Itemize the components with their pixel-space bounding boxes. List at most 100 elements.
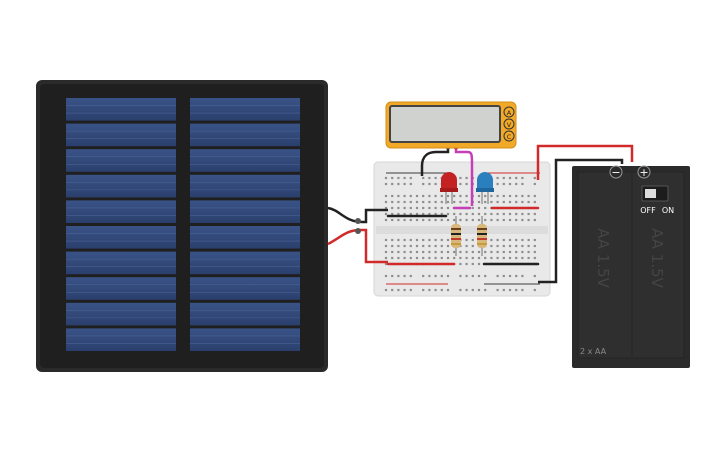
breadboard-hole[interactable]	[434, 288, 437, 292]
breadboard-hole[interactable]	[434, 274, 437, 278]
breadboard-hole[interactable]	[428, 176, 431, 180]
breadboard-hole[interactable]	[397, 244, 400, 248]
breadboard-hole[interactable]	[502, 244, 505, 248]
breadboard-hole[interactable]	[490, 244, 493, 248]
breadboard-hole[interactable]	[384, 212, 388, 216]
breadboard-hole[interactable]	[502, 200, 505, 204]
breadboard-hole[interactable]	[428, 274, 431, 278]
breadboard-hole[interactable]	[409, 176, 412, 180]
breadboard-hole[interactable]	[415, 206, 419, 210]
breadboard-hole[interactable]	[453, 212, 456, 216]
breadboard-hole[interactable]	[440, 288, 443, 292]
breadboard-hole[interactable]	[496, 250, 499, 254]
breadboard-hole[interactable]	[422, 288, 425, 292]
breadboard-hole[interactable]	[428, 244, 431, 248]
breadboard-hole[interactable]	[434, 250, 437, 254]
breadboard-hole[interactable]	[477, 212, 481, 216]
breadboard-hole[interactable]	[502, 250, 505, 254]
breadboard-hole[interactable]	[397, 206, 400, 210]
breadboard-hole[interactable]	[490, 200, 493, 204]
breadboard-hole[interactable]	[465, 194, 468, 198]
breadboard-hole[interactable]	[397, 288, 400, 292]
breadboard-hole[interactable]	[391, 176, 394, 180]
breadboard-hole[interactable]	[453, 200, 456, 204]
breadboard-hole[interactable]	[397, 250, 400, 254]
breadboard-hole[interactable]	[465, 250, 468, 254]
breadboard-hole[interactable]	[459, 250, 462, 254]
breadboard-hole[interactable]	[471, 262, 474, 266]
breadboard-hole[interactable]	[484, 274, 487, 278]
breadboard-hole[interactable]	[422, 176, 425, 180]
breadboard-hole[interactable]	[465, 244, 468, 248]
breadboard-hole[interactable]	[409, 182, 412, 186]
breadboard-hole[interactable]	[465, 182, 468, 186]
breadboard-hole[interactable]	[508, 194, 512, 198]
breadboard-hole[interactable]	[527, 218, 530, 222]
breadboard-hole[interactable]	[459, 194, 462, 198]
breadboard-hole[interactable]	[440, 212, 443, 216]
breadboard-hole[interactable]	[415, 194, 419, 198]
breadboard-hole[interactable]	[422, 250, 425, 254]
breadboard-hole[interactable]	[403, 274, 406, 278]
terminal-a[interactable]: A	[503, 106, 515, 118]
breadboard-hole[interactable]	[409, 238, 412, 242]
breadboard-hole[interactable]	[527, 250, 530, 254]
breadboard-hole[interactable]	[459, 212, 462, 216]
breadboard-hole[interactable]	[459, 200, 462, 204]
breadboard-hole[interactable]	[533, 256, 536, 260]
breadboard-hole[interactable]	[471, 244, 474, 248]
breadboard-hole[interactable]	[477, 288, 481, 292]
breadboard-hole[interactable]	[527, 238, 530, 242]
wire-solar-black[interactable]	[327, 206, 388, 224]
breadboard-hole[interactable]	[502, 212, 505, 216]
breadboard-hole[interactable]	[496, 244, 499, 248]
breadboard-hole[interactable]	[515, 200, 518, 204]
breadboard-hole[interactable]	[446, 256, 450, 260]
breadboard-hole[interactable]	[533, 218, 536, 222]
breadboard-hole[interactable]	[521, 212, 524, 216]
breadboard-hole[interactable]	[440, 250, 443, 254]
breadboard-hole[interactable]	[465, 176, 468, 180]
breadboard-hole[interactable]	[384, 288, 388, 292]
breadboard-hole[interactable]	[533, 200, 536, 204]
breadboard-hole[interactable]	[415, 250, 419, 254]
breadboard-hole[interactable]	[508, 288, 512, 292]
breadboard-hole[interactable]	[403, 218, 406, 222]
breadboard-hole[interactable]	[490, 212, 493, 216]
breadboard-hole[interactable]	[484, 200, 487, 204]
breadboard-hole[interactable]	[409, 194, 412, 198]
breadboard-hole[interactable]	[403, 182, 406, 186]
breadboard-hole[interactable]	[502, 288, 505, 292]
breadboard-hole[interactable]	[465, 200, 468, 204]
breadboard-hole[interactable]	[409, 200, 412, 204]
breadboard-hole[interactable]	[527, 244, 530, 248]
breadboard-hole[interactable]	[508, 182, 512, 186]
breadboard-hole[interactable]	[397, 200, 400, 204]
breadboard-hole[interactable]	[465, 274, 468, 278]
breadboard-hole[interactable]	[397, 274, 400, 278]
breadboard-hole[interactable]	[496, 288, 499, 292]
breadboard-hole[interactable]	[502, 256, 505, 260]
breadboard-hole[interactable]	[446, 194, 450, 198]
breadboard-hole[interactable]	[496, 200, 499, 204]
wire-meter-black[interactable]	[420, 146, 450, 176]
breadboard-hole[interactable]	[484, 218, 487, 222]
breadboard-hole[interactable]	[515, 250, 518, 254]
breadboard-hole[interactable]	[533, 288, 536, 292]
breadboard-hole[interactable]	[484, 212, 487, 216]
breadboard-hole[interactable]	[422, 244, 425, 248]
breadboard-hole[interactable]	[508, 212, 512, 216]
breadboard-hole[interactable]	[521, 244, 524, 248]
breadboard-hole[interactable]	[428, 218, 431, 222]
battery-minus-terminal[interactable]	[609, 165, 623, 179]
breadboard-hole[interactable]	[477, 206, 481, 210]
breadboard-hole[interactable]	[428, 238, 431, 242]
breadboard-hole[interactable]	[391, 194, 394, 198]
led-red[interactable]	[440, 172, 458, 204]
breadboard-hole[interactable]	[440, 244, 443, 248]
breadboard-hole[interactable]	[471, 288, 474, 292]
breadboard-hole[interactable]	[440, 238, 443, 242]
breadboard-hole[interactable]	[515, 194, 518, 198]
breadboard-hole[interactable]	[459, 218, 462, 222]
breadboard-hole[interactable]	[533, 194, 536, 198]
